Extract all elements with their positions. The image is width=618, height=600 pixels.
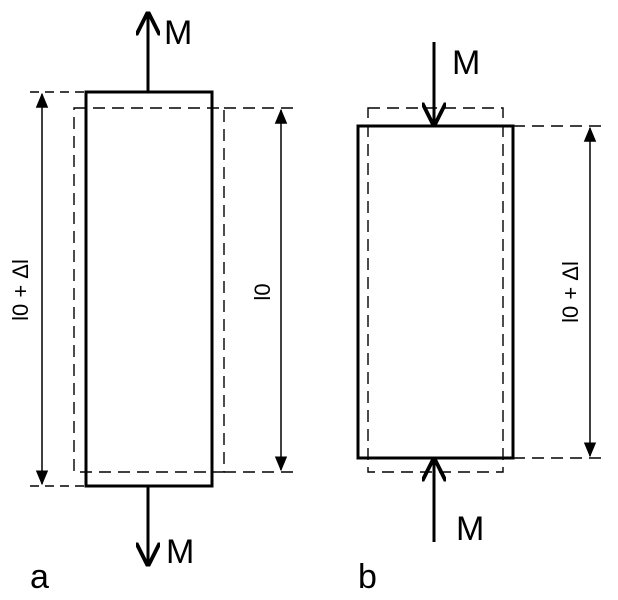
panel-a-outer-dimension-label: l0 + Δl	[8, 259, 33, 321]
panel-a-caption: a	[30, 558, 49, 596]
panel-a-original-dimension-label: l0	[250, 283, 275, 300]
panel-a-deformed-body	[84, 90, 214, 488]
panel-b-caption: b	[358, 558, 377, 596]
panel-a-top-force-label: M	[164, 14, 192, 52]
panel-a: l0 + Δl l0 M M a	[8, 14, 300, 596]
panel-b-dimension-label: l0 + Δl	[558, 261, 583, 323]
panel-b: l0 + Δl M M b	[356, 42, 605, 596]
panel-a-bottom-force-label: M	[166, 533, 194, 571]
panel-b-original-outline	[367, 107, 504, 473]
panel-b-deformed-body	[356, 124, 515, 460]
panel-b-top-force-label: M	[452, 44, 480, 82]
panel-a-original-outline	[73, 107, 225, 473]
panel-b-bottom-force-label: M	[456, 510, 484, 548]
